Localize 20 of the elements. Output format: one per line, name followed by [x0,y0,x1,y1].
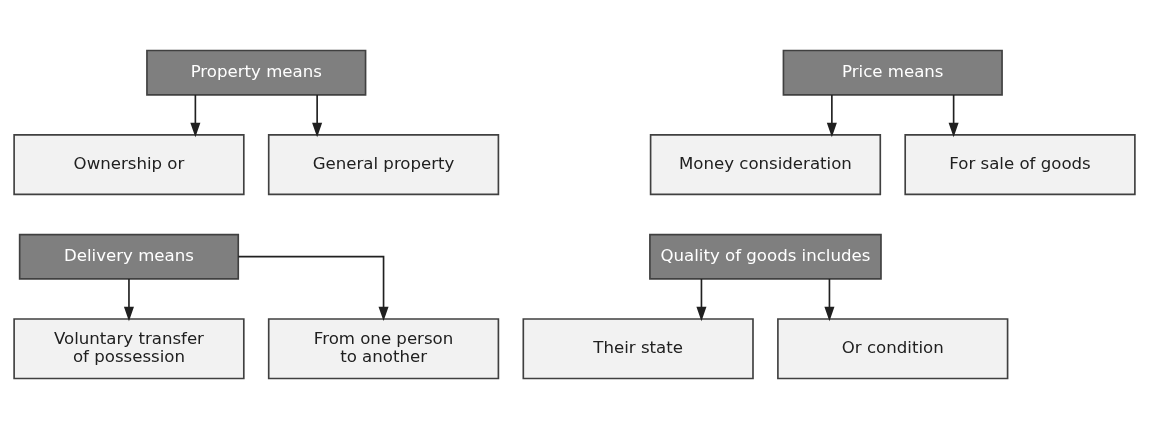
arrow [312,94,323,138]
arrow [948,94,959,138]
node-box: For sale of goods [904,134,1136,196]
node-box: General property [267,134,500,196]
arrow [824,278,835,322]
node-box: Price means [782,49,1003,96]
node-box: Property means [146,49,367,96]
node-box: Or condition [777,318,1009,380]
node-box: Money consideration [649,134,882,196]
arrow [237,255,389,322]
node-box: Delivery means [18,233,240,280]
arrow [190,94,201,138]
arrow [826,94,837,138]
arrow [696,278,707,322]
node-box: Their state [522,318,754,380]
node-box: Quality of goods includes [649,233,882,280]
node-box: Ownership or [13,134,245,196]
node-box: From one person to another [267,318,500,380]
arrow [123,278,134,322]
node-box: Voluntary transfer of possession [13,318,245,380]
